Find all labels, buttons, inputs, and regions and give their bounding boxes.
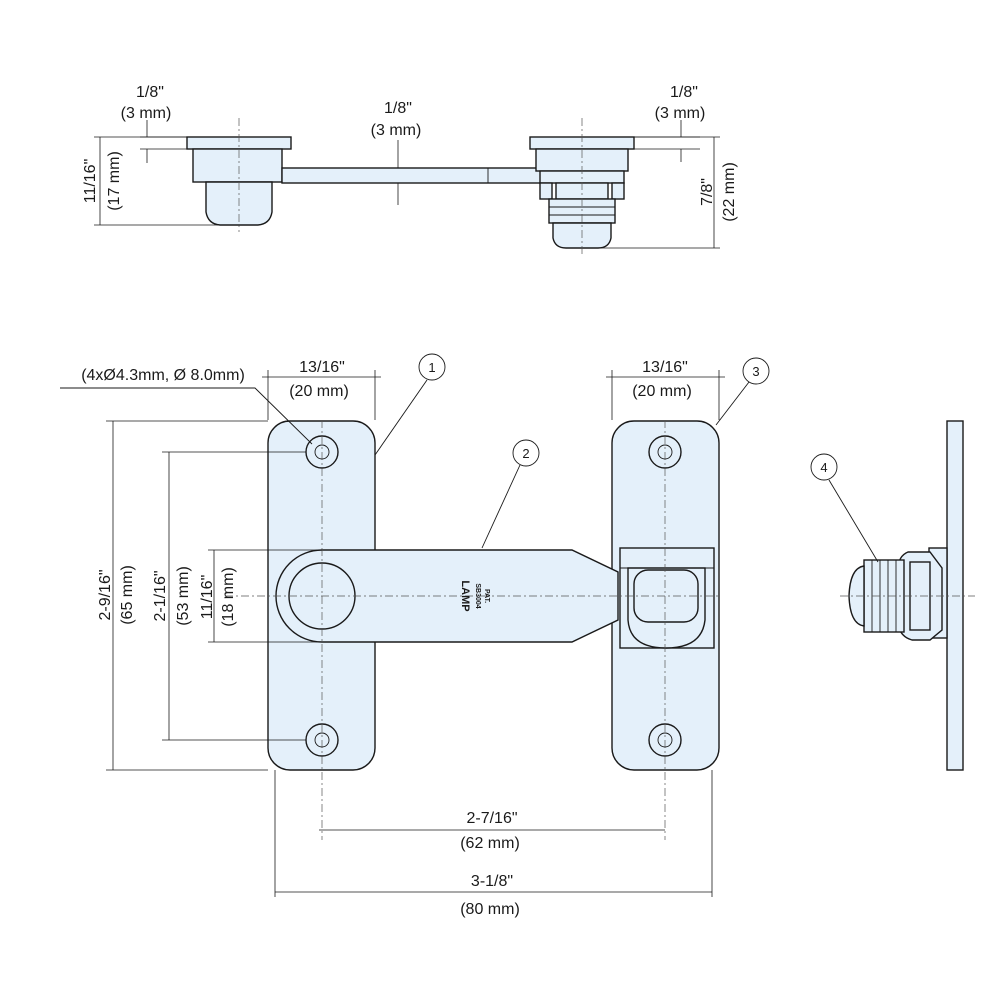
- overall-height-mm: (65 mm): [119, 565, 136, 625]
- bar-width-mm: (18 mm): [220, 567, 237, 627]
- top-left-body: [192, 148, 283, 183]
- callout-2-label: 2: [522, 446, 529, 461]
- right-plate-width-in: 13/16": [642, 359, 688, 376]
- callout-4: [810, 453, 838, 481]
- keeper-knob: [633, 569, 699, 623]
- top-right-thickness-in: 1/8": [670, 84, 698, 101]
- top-middle-thickness-in: 1/8": [384, 100, 412, 117]
- bar-stamp: LAMP SB3004 PAT.: [459, 580, 490, 611]
- top-middle-thickness-mm: (3 mm): [371, 122, 422, 139]
- top-view: 1/8" (3 mm) 1/8" (3 mm) 1/8" (3 mm) 11/1…: [82, 84, 738, 255]
- callout-3: [742, 357, 770, 385]
- side-view: [840, 420, 975, 771]
- callout-2: [512, 439, 540, 467]
- overall-width-in: 3-1/8": [471, 873, 513, 890]
- stamp-pat: PAT.: [483, 589, 490, 603]
- stamp-brand: LAMP: [459, 580, 471, 611]
- stamp-model: SB3004: [474, 583, 481, 608]
- callout-1: [418, 353, 446, 381]
- callouts: 1 2 3 4: [374, 353, 879, 563]
- callout-1-label: 1: [428, 360, 435, 375]
- top-right-height-in: 7/8": [699, 178, 716, 206]
- hole-note: (4xØ4.3mm, Ø 8.0mm): [81, 367, 245, 384]
- top-left-height-in: 11/16": [82, 159, 99, 204]
- top-left-height-mm: (17 mm): [106, 151, 123, 211]
- hole-spacing-horizontal-mm: (62 mm): [460, 835, 520, 852]
- side-mounting-plate: [946, 420, 964, 771]
- top-left-thickness-in: 1/8": [136, 84, 164, 101]
- right-plate-width-mm: (20 mm): [632, 383, 692, 400]
- top-bar: [281, 167, 553, 184]
- bar-width-in: 11/16": [199, 575, 216, 620]
- left-plate-width-mm: (20 mm): [289, 383, 349, 400]
- hole-spacing-vertical-mm: (53 mm): [175, 566, 192, 626]
- top-right-thickness-mm: (3 mm): [655, 105, 706, 122]
- overall-width-mm: (80 mm): [460, 901, 520, 918]
- overall-height-in: 2-9/16": [97, 569, 114, 620]
- callout-4-label: 4: [820, 460, 827, 475]
- hole-spacing-horizontal-in: 2-7/16": [466, 810, 517, 827]
- hole-spacing-vertical-in: 2-1/16": [152, 570, 169, 621]
- top-left-thickness-mm: (3 mm): [121, 105, 172, 122]
- left-plate-width-in: 13/16": [299, 359, 345, 376]
- callout-3-label: 3: [752, 364, 759, 379]
- front-view: LAMP SB3004 PAT. (4xØ4.3mm, Ø 8.0mm) 13/…: [60, 359, 725, 918]
- top-right-height-mm: (22 mm): [721, 162, 738, 222]
